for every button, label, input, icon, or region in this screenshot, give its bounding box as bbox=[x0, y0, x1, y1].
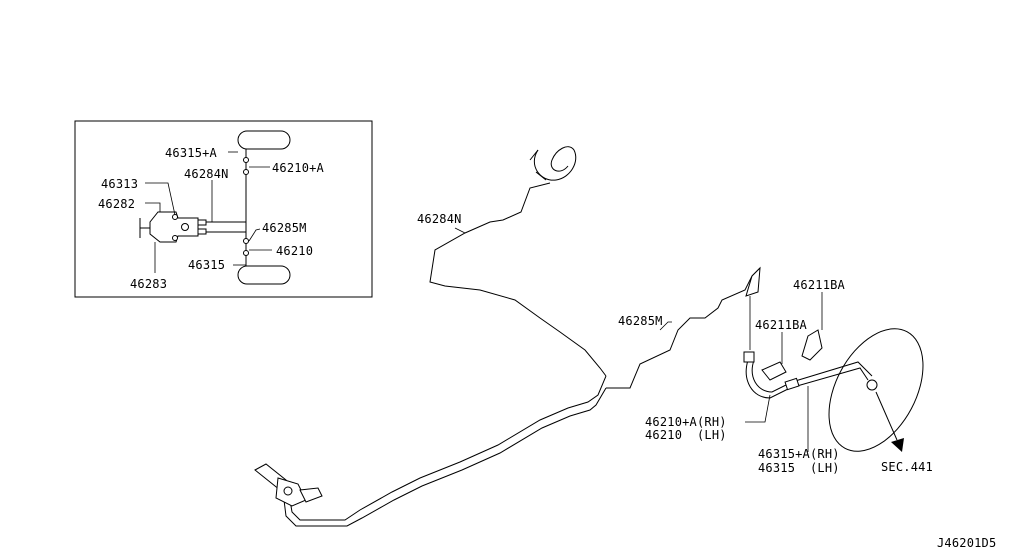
main-piping: 46284N 46285M 46211BA 46211BA 46210+A(RH… bbox=[254, 146, 933, 527]
hose-fitting-lower-icon bbox=[243, 238, 249, 244]
brake-disc-icon bbox=[828, 328, 924, 452]
valve-port-lower-icon bbox=[197, 228, 207, 235]
leader-tube-rear bbox=[659, 321, 672, 331]
label-bracket-upper: 46211BA bbox=[793, 278, 846, 292]
section-arrow-icon bbox=[891, 438, 904, 452]
tube-retainer-tab-icon bbox=[529, 149, 547, 181]
valve-bolt-upper-icon bbox=[172, 214, 178, 220]
valve-port-upper-icon bbox=[197, 219, 207, 226]
tube-mount-bracket-icon bbox=[745, 266, 761, 297]
label-clip-lower: 46315 bbox=[188, 258, 225, 272]
leader-tube-lower bbox=[248, 228, 261, 242]
label-tube-lower: 46285M bbox=[262, 221, 307, 235]
label-hose-lower: 46210 bbox=[276, 244, 313, 258]
connector-fitting-icon bbox=[299, 487, 323, 503]
hose-bracket-lower-icon bbox=[761, 361, 787, 381]
label-valve-bolt: 46283 bbox=[130, 277, 167, 291]
rear-hose-outer bbox=[745, 359, 869, 399]
leader-tube-front bbox=[454, 227, 466, 234]
connector-nut-icon bbox=[283, 486, 293, 496]
hose-end-fitting-icon bbox=[743, 351, 755, 363]
wheel-upper-icon bbox=[237, 130, 291, 150]
leader-valve bbox=[145, 202, 161, 212]
label-tube-upper: 46284N bbox=[184, 167, 229, 181]
label-bracket-lower: 46211BA bbox=[755, 318, 808, 332]
hose-fitting-upper-icon bbox=[243, 157, 249, 163]
label-clip-lh: 46315 (LH) bbox=[758, 461, 840, 475]
leader-hose-rh bbox=[745, 394, 771, 423]
diagram-id: J46201D5 bbox=[937, 536, 996, 550]
label-clip-rh: 46315+A(RH) bbox=[758, 447, 840, 461]
long-brake-tube-a bbox=[289, 375, 607, 521]
valve-bracket-icon bbox=[139, 218, 150, 238]
label-hose-rh: 46210+A(RH) bbox=[645, 415, 727, 429]
label-clip-upper: 46315+A bbox=[165, 146, 218, 160]
label-tube-rear: 46285M bbox=[618, 314, 663, 328]
label-bracket: 46313 bbox=[101, 177, 138, 191]
label-hose-upper: 46210+A bbox=[272, 161, 325, 175]
leader-bracket bbox=[145, 182, 176, 216]
hose-fitting-upper2-icon bbox=[243, 169, 249, 175]
inset-frame bbox=[74, 120, 373, 298]
front-brake-tube bbox=[429, 182, 607, 377]
label-valve: 46282 bbox=[98, 197, 135, 211]
rear-brake-tube bbox=[606, 267, 761, 389]
long-brake-tube-b bbox=[283, 387, 607, 527]
hose-bracket-upper-icon bbox=[801, 329, 823, 361]
hose-clip-icon bbox=[784, 377, 800, 391]
label-hose-lh: 46210 (LH) bbox=[645, 428, 727, 442]
inset-panel: 46315+A 46210+A 46284N 46313 46282 46285… bbox=[74, 120, 373, 298]
valve-bolt-lower-icon bbox=[172, 235, 178, 241]
section-pointer-line bbox=[875, 391, 898, 441]
hose-fitting-lower2-icon bbox=[243, 250, 249, 256]
label-section-ref: SEC.441 bbox=[881, 460, 933, 474]
label-tube-front: 46284N bbox=[417, 212, 462, 226]
caliper-fitting-icon bbox=[866, 379, 878, 391]
valve-center-icon bbox=[181, 223, 189, 231]
wheel-lower-icon bbox=[237, 265, 291, 285]
tube-retainer-clip-icon bbox=[533, 146, 577, 181]
